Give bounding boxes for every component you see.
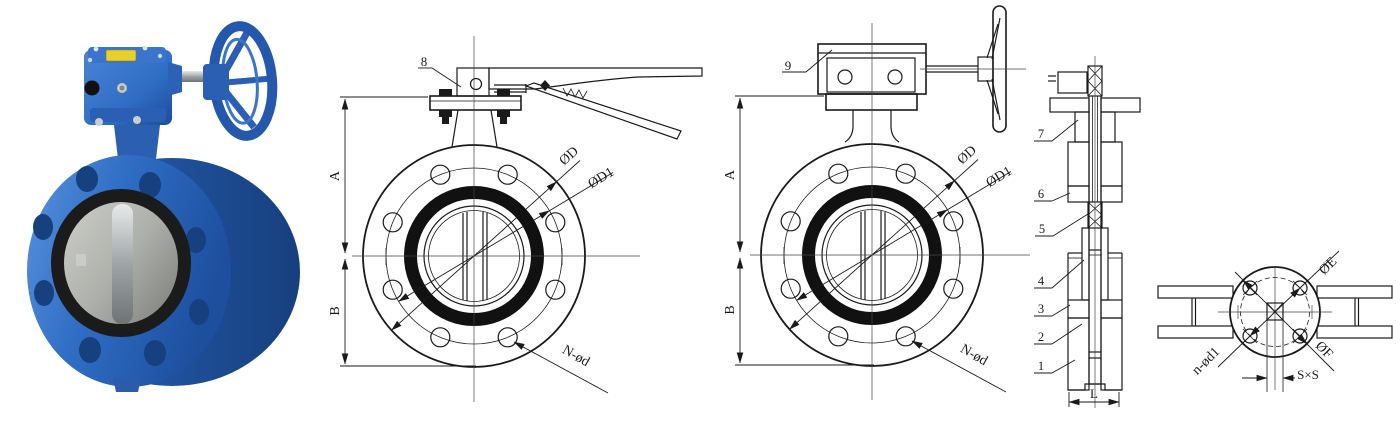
valve-body	[27, 155, 300, 392]
front-view-gear-drawing: 9 A B ØD ØD1 N-ød	[723, 5, 1030, 400]
part-callout-4: 4	[1038, 274, 1045, 288]
dim-label-a: A	[723, 169, 738, 180]
square-label: S×S	[1297, 367, 1319, 382]
section-view-drawing: 7 6 5 4 3 2 1 L	[1034, 56, 1141, 408]
disc-stem	[112, 204, 133, 324]
dia-d-label: ØD	[955, 143, 980, 168]
dim-label-b: B	[328, 306, 343, 315]
gear-operator	[817, 5, 1026, 133]
callout-8: 8	[421, 54, 428, 69]
wheel-hub	[203, 64, 229, 100]
dia-f-label: ØF	[1312, 339, 1335, 362]
bolt-note-label: n-ød1	[1189, 344, 1223, 378]
part-callout-7: 7	[1038, 127, 1044, 141]
lever-handle	[429, 67, 703, 140]
pad-bolt-holes	[1242, 280, 1308, 344]
part-callout-1: 1	[1038, 359, 1044, 373]
dim-label-a: A	[328, 170, 343, 181]
part-callout-6: 6	[1038, 187, 1044, 201]
gearbox-label	[105, 49, 137, 62]
trigger-lever	[524, 82, 682, 140]
part-callout-2: 2	[1038, 330, 1044, 344]
product-photo	[27, 21, 300, 392]
dim-label-l: L	[1090, 386, 1098, 401]
bolt-note-label: N-ød	[560, 343, 592, 370]
plate-bolts	[439, 89, 510, 124]
part-leaders	[1034, 119, 1089, 374]
gearbox	[84, 45, 182, 126]
callout-9: 9	[785, 58, 792, 73]
dia-d1-label: ØD1	[984, 164, 1015, 191]
dia-e-label: ØE	[1316, 254, 1340, 278]
bottom-boss	[113, 378, 141, 392]
bolt-note-label: N-ød	[958, 342, 990, 369]
input-shaft	[166, 71, 218, 82]
stem-square	[1266, 302, 1284, 321]
dia-d1-label: ØD1	[586, 165, 617, 192]
front-view-lever-drawing: 8 A B ØD ØD1 N-ød	[328, 36, 703, 402]
dia-d-label: ØD	[557, 144, 582, 169]
gearbox-knob	[84, 80, 100, 96]
part-callout-5: 5	[1039, 222, 1045, 236]
part-callout-3: 3	[1038, 302, 1044, 316]
top-view-drawing: ØE ØF n-ød1 S×S	[1157, 250, 1393, 392]
pipe-flanges	[1157, 285, 1393, 339]
dim-label-b: B	[723, 305, 738, 314]
flange-bolt-holes	[33, 166, 209, 366]
